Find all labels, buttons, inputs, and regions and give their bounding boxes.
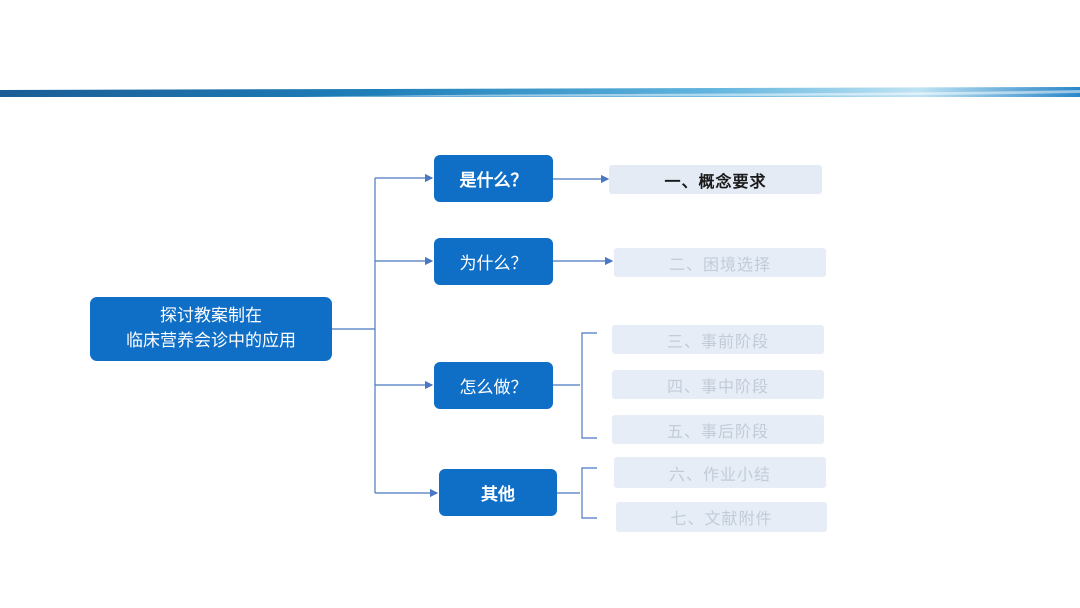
question-how: 怎么做？ (434, 362, 553, 409)
answer-references: 七、文献附件 (616, 502, 827, 532)
root-topic: 探讨教案制在 临床营养会诊中的应用 (90, 297, 332, 361)
header-banner (0, 87, 1080, 97)
answer-concept: 一、概念要求 (609, 165, 822, 194)
question-other: 其他 (439, 469, 557, 516)
answer-summary: 六、作业小结 (614, 457, 826, 488)
question-what: 是什么？ (434, 155, 553, 202)
question-why: 为什么？ (434, 238, 553, 285)
answer-during: 四、事中阶段 (612, 370, 824, 399)
root-topic-line2: 临床营养会诊中的应用 (126, 331, 296, 351)
answer-dilemma: 二、困境选择 (614, 248, 826, 277)
answer-before: 三、事前阶段 (612, 325, 824, 354)
root-topic-line1: 探讨教案制在 (160, 306, 262, 326)
answer-after: 五、事后阶段 (612, 415, 824, 444)
